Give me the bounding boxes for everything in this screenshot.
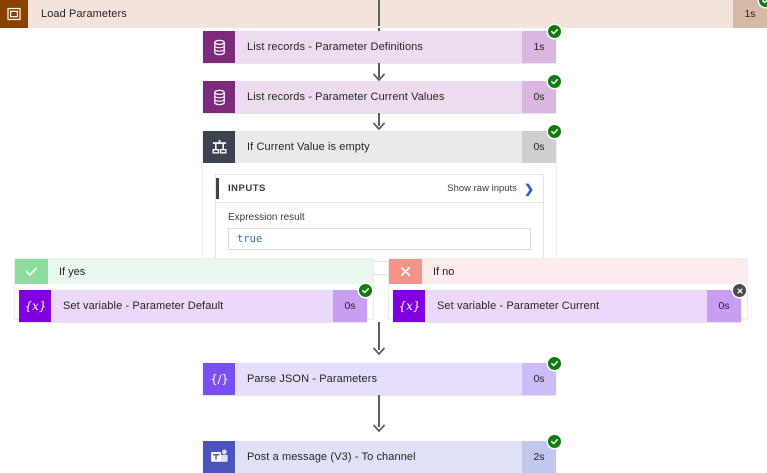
- parse-json-icon: {∕}: [203, 363, 235, 395]
- branch-if-no-label: If no: [433, 265, 455, 278]
- dataverse-database-icon: [203, 31, 235, 63]
- action-card-list-records-parameter-current-values[interactable]: List records - Parameter Current Values …: [203, 75, 561, 113]
- action-title: Parse JSON - Parameters: [235, 363, 522, 395]
- status-badge-skipped: [733, 284, 746, 297]
- action-card-parse-json-parameters[interactable]: {∕} Parse JSON - Parameters 0s: [203, 357, 561, 395]
- expression-result-value[interactable]: true: [228, 228, 531, 250]
- action-card-set-variable-parameter-current[interactable]: {x} Set variable - Parameter Current 0s: [393, 284, 746, 322]
- show-raw-inputs-label: Show raw inputs: [447, 183, 517, 194]
- condition-header[interactable]: If Current Value is empty 0s: [203, 125, 561, 163]
- action-duration: 1s: [522, 25, 561, 63]
- scope-header-load-parameters[interactable]: Load Parameters 1s: [0, 0, 767, 28]
- action-duration-label: 0s: [533, 373, 545, 385]
- action-duration: 0s: [707, 284, 746, 322]
- expression-result-label: Expression result: [228, 212, 305, 223]
- scope-duration: 1s: [733, 0, 767, 28]
- action-duration: 0s: [522, 357, 561, 395]
- action-duration-label: 1s: [533, 41, 545, 53]
- x-icon: [389, 259, 422, 284]
- scope-title: Load Parameters: [41, 8, 127, 20]
- condition-card-if-current-value-is-empty[interactable]: If Current Value is empty 0s INPUTS Show…: [203, 125, 561, 274]
- branch-if-no-header[interactable]: If no: [389, 259, 747, 284]
- status-badge-succeeded: [548, 357, 561, 370]
- connector-arrow: [372, 347, 386, 356]
- action-title: Set variable - Parameter Default: [51, 290, 333, 322]
- action-card-list-records-parameter-definitions[interactable]: List records - Parameter Definitions 1s: [203, 25, 561, 63]
- action-title: Set variable - Parameter Current: [425, 290, 707, 322]
- scope-duration-label: 1s: [744, 8, 756, 20]
- condition-title: If Current Value is empty: [235, 131, 522, 163]
- connector-arrow: [372, 73, 386, 82]
- set-variable-icon: {x}: [19, 290, 51, 322]
- action-card-post-a-message-to-channel[interactable]: Post a message (V3) - To channel 2s: [203, 435, 561, 473]
- action-duration-label: 0s: [344, 300, 356, 312]
- action-title: List records - Parameter Definitions: [235, 31, 522, 63]
- branch-if-yes-label: If yes: [59, 265, 86, 278]
- check-icon: [15, 259, 48, 284]
- branch-if-no: If no {x} Set variable - Parameter Curre…: [388, 258, 748, 322]
- status-badge-succeeded: [548, 75, 561, 88]
- status-badge-succeeded: [548, 25, 561, 38]
- action-card-set-variable-parameter-default[interactable]: {x} Set variable - Parameter Default 0s: [19, 284, 372, 322]
- status-badge-succeeded: [359, 284, 372, 297]
- inputs-label: INPUTS: [228, 183, 266, 194]
- action-duration: 0s: [333, 284, 372, 322]
- inputs-header: INPUTS Show raw inputs ❯: [216, 175, 543, 203]
- status-badge-succeeded: [548, 125, 561, 138]
- connector-arrow: [372, 424, 386, 433]
- connector-line: [378, 113, 380, 126]
- svg-text:{x}: {x}: [26, 299, 45, 313]
- branch-if-yes-header[interactable]: If yes: [15, 259, 373, 284]
- expression-result-block: Expression result true: [216, 203, 543, 261]
- action-duration-label: 2s: [533, 451, 545, 463]
- action-duration: 0s: [522, 75, 561, 113]
- condition-inputs-panel: INPUTS Show raw inputs ❯ Expression resu…: [215, 174, 544, 262]
- svg-text:{x}: {x}: [400, 299, 419, 313]
- condition-duration: 0s: [522, 125, 561, 163]
- status-badge-succeeded: [548, 435, 561, 448]
- chevron-right-icon: ❯: [523, 181, 534, 196]
- action-duration-label: 0s: [533, 91, 545, 103]
- action-duration-label: 0s: [718, 300, 730, 312]
- microsoft-teams-icon: [203, 441, 235, 473]
- action-title: List records - Parameter Current Values: [235, 81, 522, 113]
- action-duration: 2s: [522, 435, 561, 473]
- connector-line: [378, 0, 380, 26]
- condition-branch-icon: [203, 131, 235, 163]
- status-badge-succeeded: [759, 0, 767, 7]
- connector-line: [378, 395, 380, 427]
- dataverse-database-icon: [203, 81, 235, 113]
- show-raw-inputs-link[interactable]: Show raw inputs ❯: [447, 183, 534, 195]
- condition-duration-label: 0s: [533, 141, 545, 153]
- connector-line: [378, 63, 380, 78]
- scope-icon: [0, 0, 28, 28]
- connector-line: [378, 322, 380, 350]
- inputs-accent-bar: [216, 178, 219, 199]
- svg-text:{∕}: {∕}: [210, 372, 228, 386]
- action-title: Post a message (V3) - To channel: [235, 441, 522, 473]
- branch-if-yes: If yes {x} Set variable - Parameter Defa…: [14, 258, 374, 322]
- set-variable-icon: {x}: [393, 290, 425, 322]
- connector-arrow: [372, 122, 386, 131]
